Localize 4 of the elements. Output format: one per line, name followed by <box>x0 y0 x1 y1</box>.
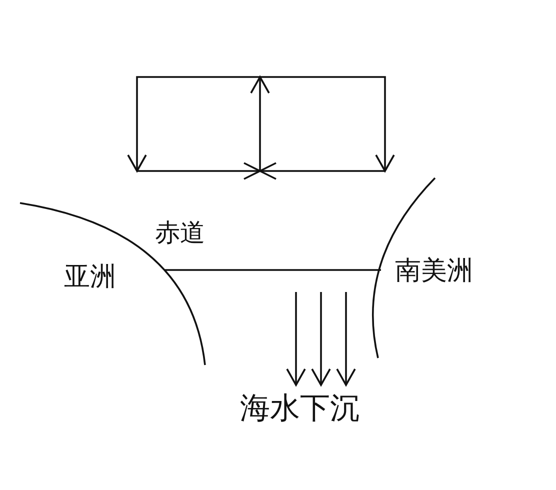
region-label: 海水下沉 <box>240 394 360 424</box>
region-label: 亚洲 <box>64 264 116 290</box>
region-label: 赤道 <box>155 220 205 245</box>
region-label: 南美洲 <box>395 258 473 284</box>
